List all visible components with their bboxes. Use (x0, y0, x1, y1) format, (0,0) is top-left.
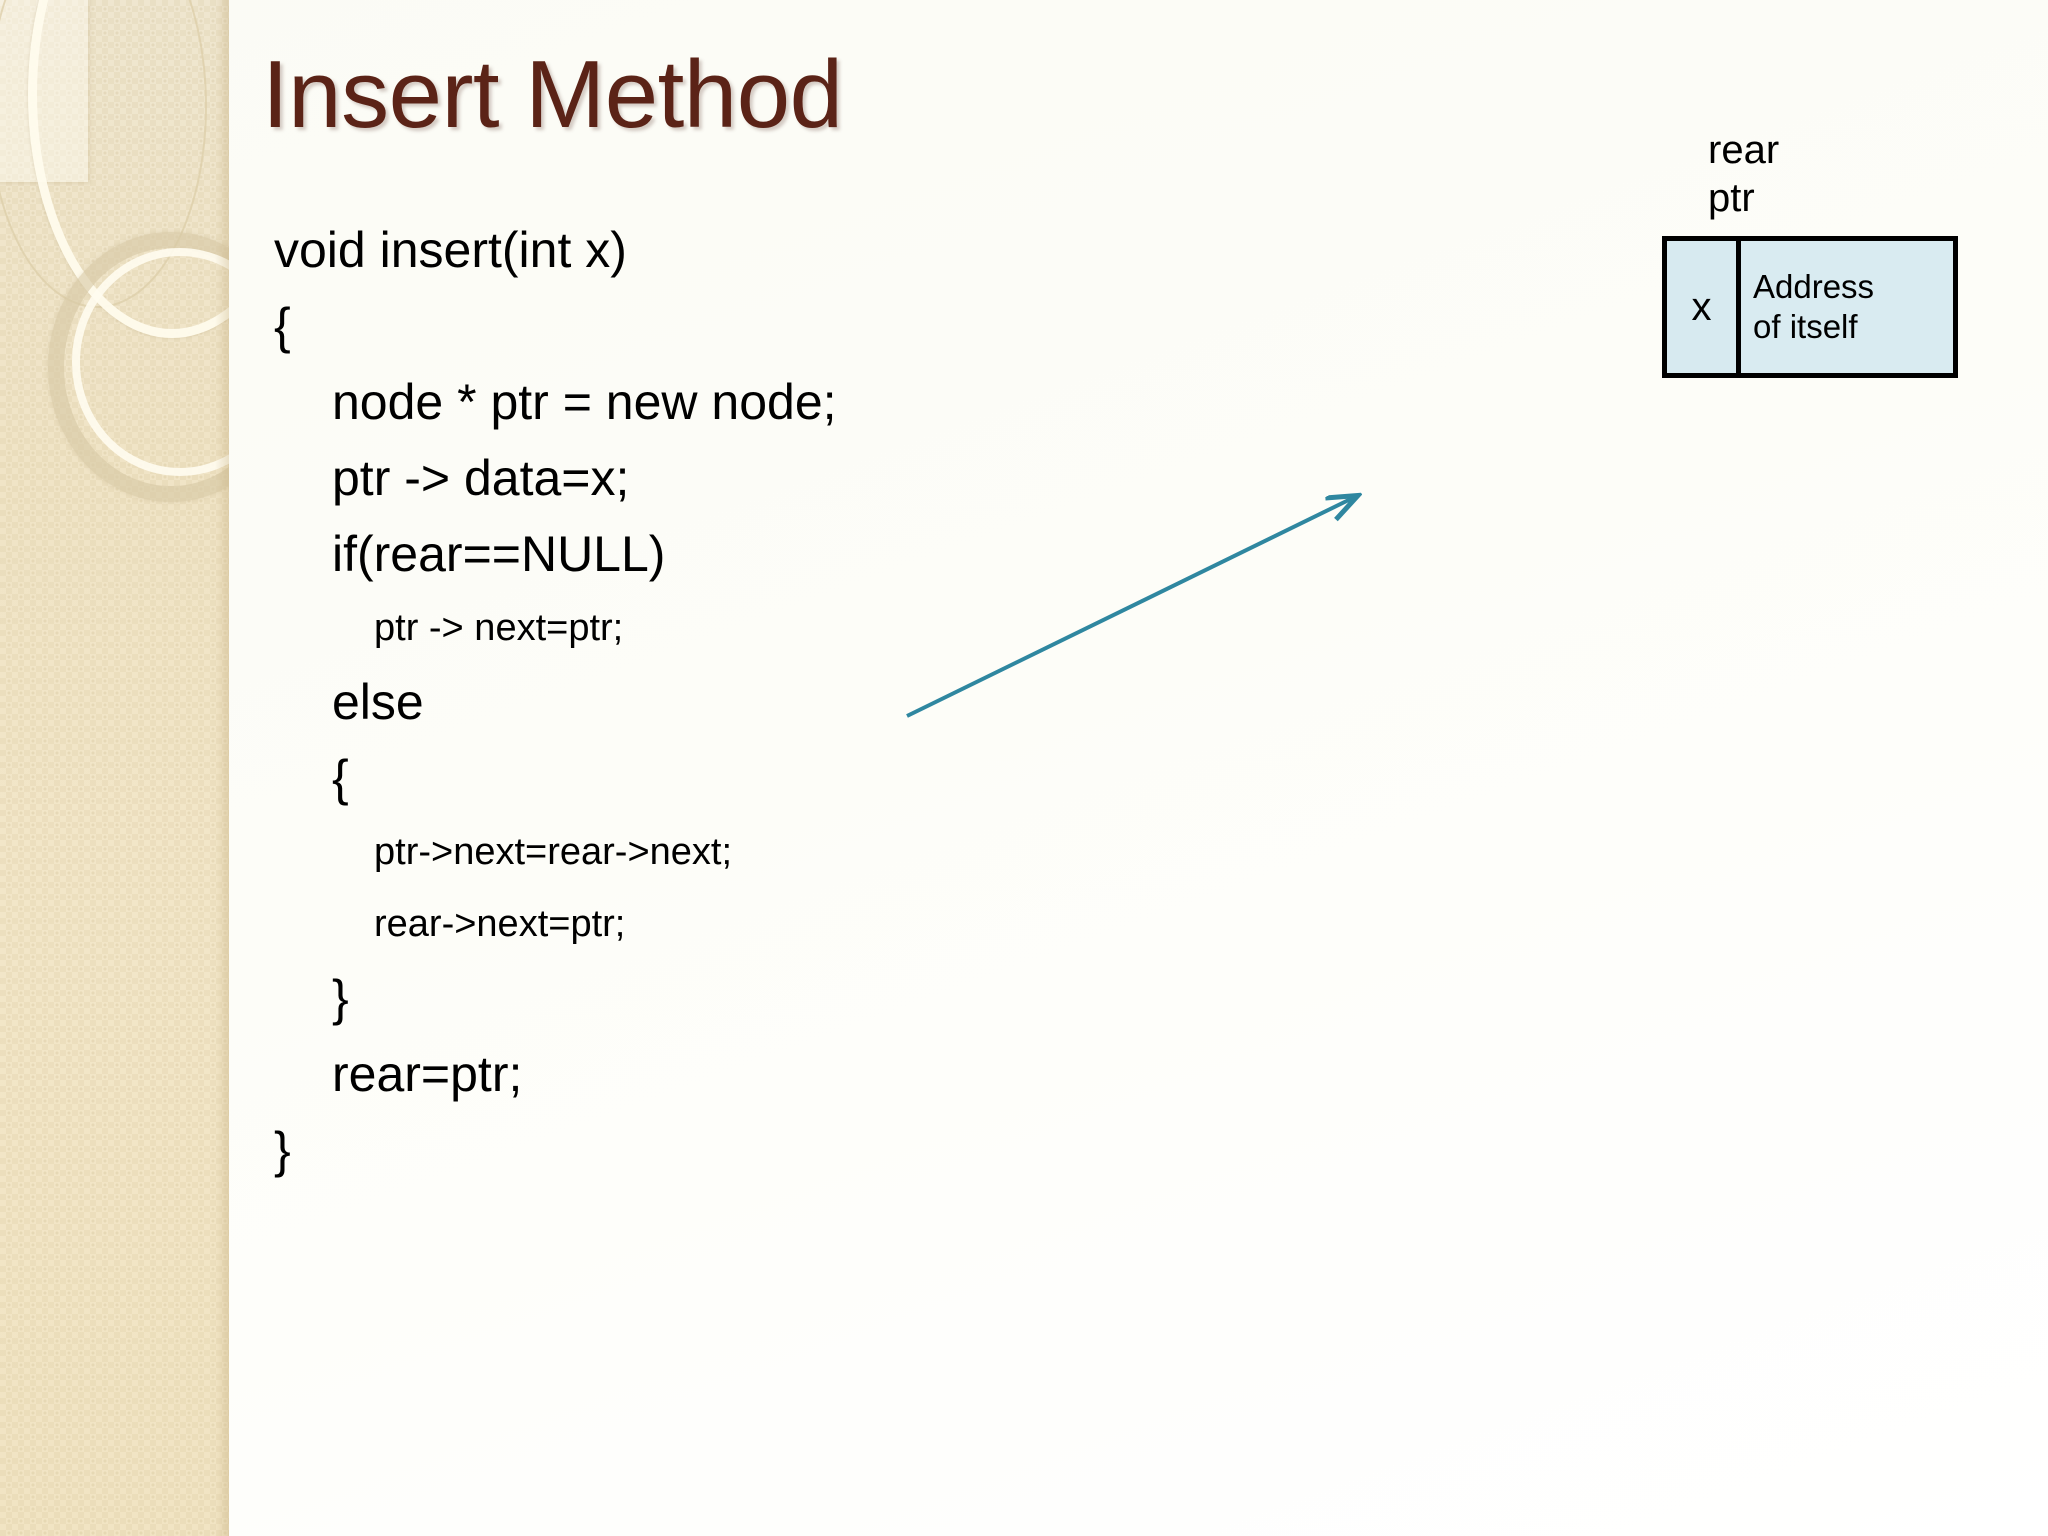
node-data-cell: x (1667, 241, 1741, 373)
code-listing: void insert(int x) { node * ptr = new no… (274, 212, 1454, 1188)
code-line: { (332, 750, 349, 806)
node-address-text: Address of itself (1753, 268, 1875, 345)
code-line: ptr -> next=ptr; (374, 607, 624, 649)
code-line: else (332, 674, 424, 730)
code-line: ptr->next=rear->next; (374, 831, 733, 873)
decorative-sidebar (0, 0, 229, 1536)
code-line: ptr -> data=x; (332, 450, 630, 506)
code-line: rear->next=ptr; (374, 903, 626, 945)
code-line: { (274, 298, 291, 354)
code-line: node * ptr = new node; (332, 374, 837, 430)
code-line: rear=ptr; (332, 1046, 523, 1102)
code-line: void insert(int x) (274, 222, 627, 278)
sidebar-edge-shadow (215, 0, 229, 1536)
node-pointer-label: rear ptr (1708, 128, 1780, 220)
node-box: x Address of itself (1662, 236, 1958, 378)
node-address-cell: Address of itself (1741, 241, 1953, 373)
code-line: } (332, 970, 349, 1026)
page-title: Insert Method (262, 41, 843, 148)
code-line: if(rear==NULL) (332, 526, 666, 582)
code-line: } (274, 1122, 291, 1178)
node-diagram: rear ptr x Address of itself (1662, 126, 1962, 378)
